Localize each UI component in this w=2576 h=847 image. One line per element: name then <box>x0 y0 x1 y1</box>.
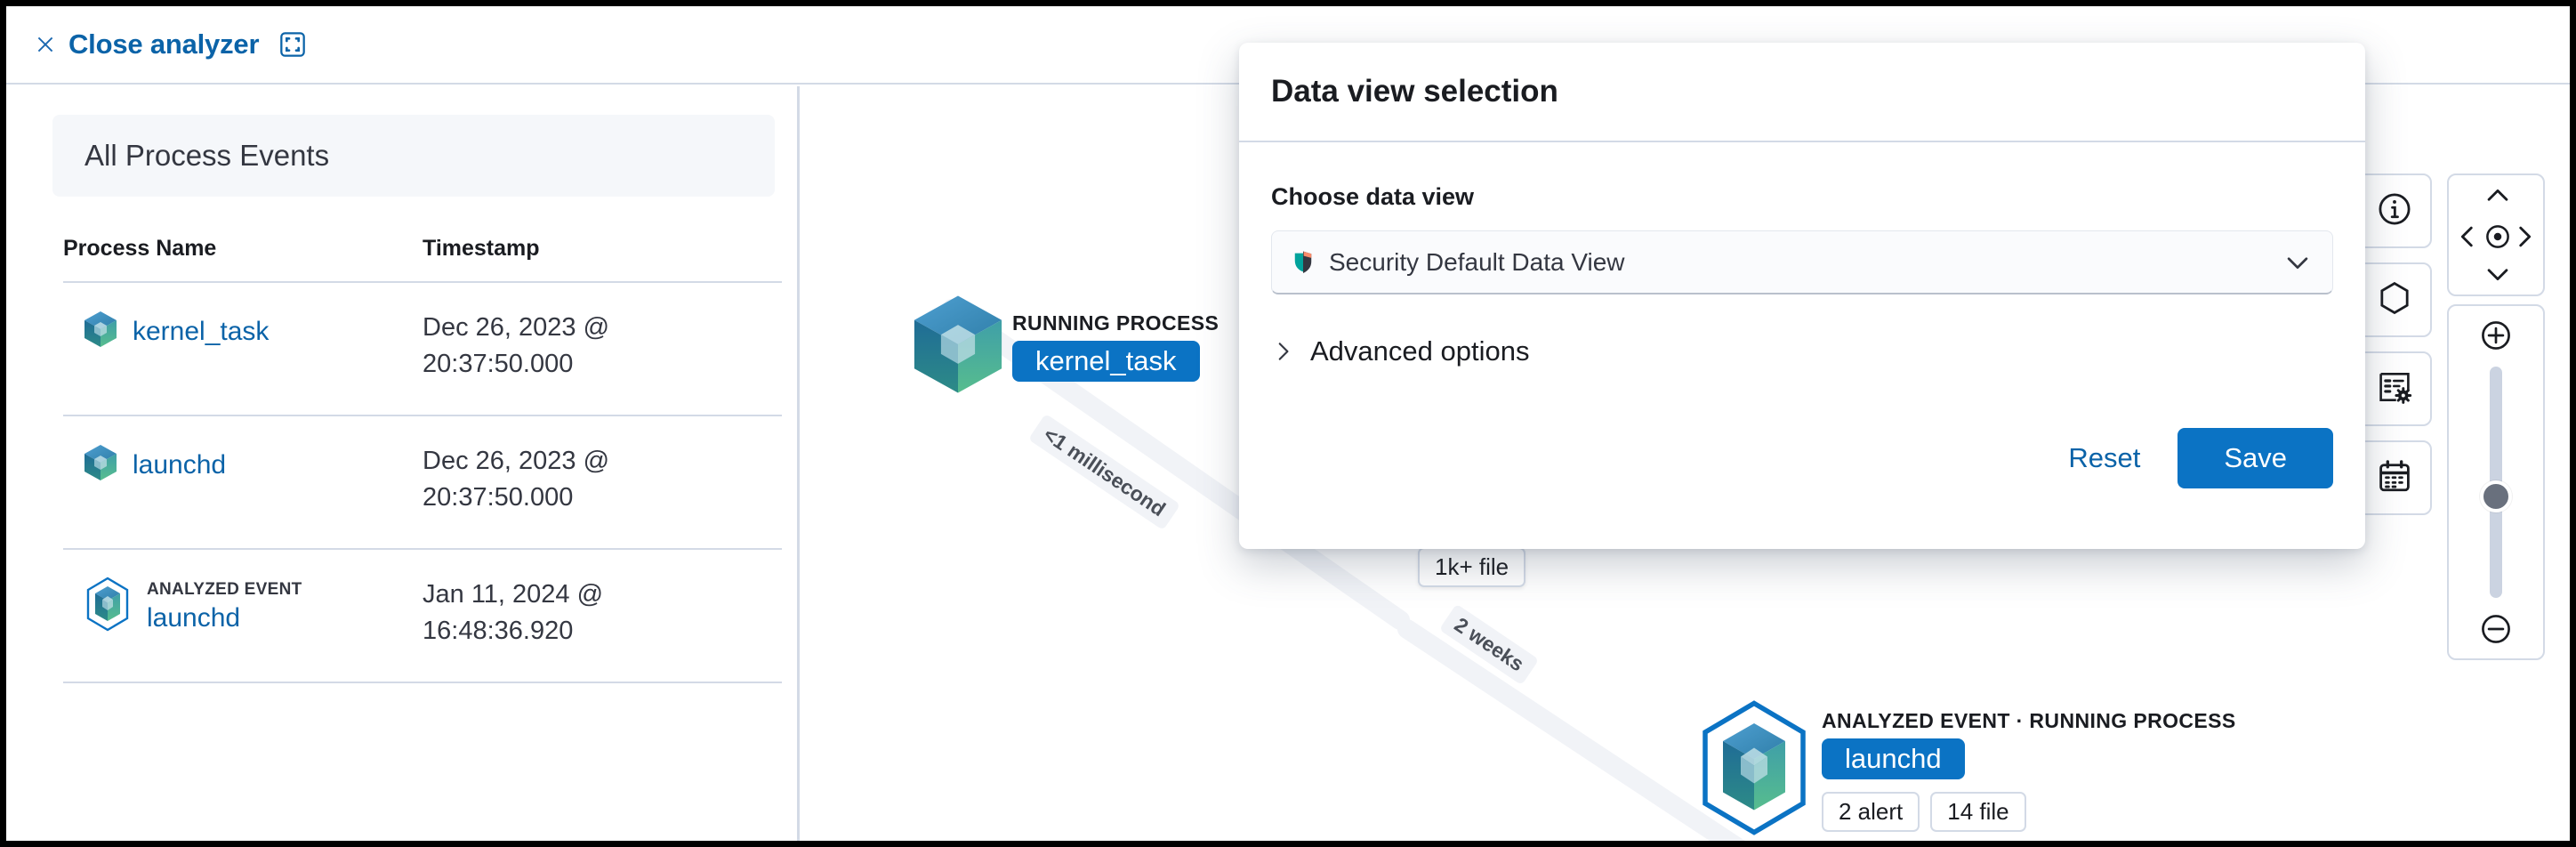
chevron-right-icon[interactable] <box>2509 222 2540 252</box>
list-settings-icon <box>2376 368 2413 410</box>
node-shape-legend-button[interactable] <box>2357 262 2432 337</box>
cell-process-name: ANALYZED EVENT launchd <box>63 577 423 636</box>
chevron-down-icon[interactable] <box>2483 259 2513 289</box>
reset-button[interactable]: Reset <box>2045 430 2163 487</box>
center-target-icon[interactable] <box>2483 222 2513 252</box>
cell-timestamp: Jan 11, 2024 @ 16:48:36.920 <box>423 580 604 646</box>
process-meta: kernel_task <box>133 317 269 347</box>
graph-tool-column <box>2357 173 2432 515</box>
node-kind-label: ANALYZED EVENT · RUNNING PROCESS <box>1822 708 2236 732</box>
close-analyzer-label[interactable]: Close analyzer <box>68 28 260 60</box>
chevron-down-icon[interactable] <box>2282 247 2313 278</box>
minus-circle-icon[interactable] <box>2479 612 2513 646</box>
zoom-slider[interactable] <box>2480 367 2512 598</box>
zoom-slider-thumb[interactable] <box>2480 480 2512 512</box>
process-events-panel: All Process Events Process Name Timestam… <box>6 86 800 841</box>
graph-node-kernel-task[interactable]: RUNNING PROCESS kernel_task <box>909 291 1219 402</box>
chevron-up-icon[interactable] <box>2483 181 2513 211</box>
modal-header: Data view selection <box>1239 43 2365 142</box>
save-button[interactable]: Save <box>2178 428 2333 488</box>
cell-timestamp: Dec 26, 2023 @ 20:37:50.000 <box>423 313 610 379</box>
process-events-table: Process Name Timestamp <box>63 236 782 683</box>
column-header-timestamp: Timestamp <box>423 236 540 261</box>
advanced-options-toggle[interactable]: Advanced options <box>1271 335 2333 367</box>
choose-data-view-label: Choose data view <box>1271 183 1475 210</box>
graph-pan-controls[interactable] <box>2447 173 2545 296</box>
data-view-selected-value: Security Default Data View <box>1329 247 1625 276</box>
process-name-link[interactable]: launchd <box>147 602 241 633</box>
chevron-right-icon[interactable] <box>1271 340 1294 363</box>
cell-process-name: kernel_task <box>63 310 423 353</box>
badge-file-count[interactable]: 14 file <box>1930 791 2026 832</box>
date-picker-button[interactable] <box>2357 440 2432 515</box>
node-badges: 2 alert 14 file <box>1822 791 2236 832</box>
process-cube-icon <box>83 443 118 487</box>
fullscreen-icon[interactable] <box>278 30 307 59</box>
table-row[interactable]: kernel_task Dec 26, 2023 @ 20:37:50.000 <box>63 283 782 416</box>
node-legend-info-button[interactable] <box>2357 173 2432 248</box>
analyzed-process-cube-icon <box>83 577 133 636</box>
data-view-selection-modal: Data view selection Choose data view Sec… <box>1239 43 2365 549</box>
panel-title-box: All Process Events <box>52 115 775 197</box>
graph-node-launchd[interactable]: ANALYZED EVENT · RUNNING PROCESS launchd… <box>1692 698 2236 841</box>
process-meta: ANALYZED EVENT launchd <box>147 580 302 633</box>
close-x-icon[interactable] <box>33 32 58 57</box>
process-name-link[interactable]: kernel_task <box>133 316 270 346</box>
process-name-link[interactable]: launchd <box>133 449 227 480</box>
elastic-security-shield-icon <box>1292 249 1315 276</box>
modal-body: Choose data view Security Default Data V… <box>1239 142 2365 367</box>
hexagon-icon <box>2376 279 2413 321</box>
badge-alert-count[interactable]: 2 alert <box>1822 791 1920 832</box>
process-cube-icon <box>909 291 1007 402</box>
modal-title: Data view selection <box>1271 74 1558 109</box>
node-label-wrap: RUNNING PROCESS kernel_task <box>1012 311 1219 382</box>
plus-circle-icon[interactable] <box>2479 319 2513 352</box>
modal-actions: Reset Save <box>2045 428 2333 488</box>
floating-badge-file-count[interactable]: 1k+ file <box>1418 547 1526 587</box>
node-label-wrap: ANALYZED EVENT · RUNNING PROCESS launchd… <box>1822 709 2236 832</box>
advanced-options-label: Advanced options <box>1310 335 1530 367</box>
info-icon <box>2376 190 2413 232</box>
chevron-left-icon[interactable] <box>2452 222 2483 252</box>
column-header-process-name: Process Name <box>63 236 217 261</box>
node-name-pill[interactable]: launchd <box>1822 738 1965 779</box>
analyzed-process-cube-icon <box>1692 698 1816 841</box>
node-name-pill[interactable]: kernel_task <box>1012 341 1200 382</box>
table-row[interactable]: launchd Dec 26, 2023 @ 20:37:50.000 <box>63 416 782 550</box>
node-kind-label: RUNNING PROCESS <box>1012 311 1220 335</box>
data-view-select[interactable]: Security Default Data View <box>1271 230 2333 294</box>
schema-settings-button[interactable] <box>2357 351 2432 426</box>
process-meta: launchd <box>133 450 226 480</box>
table-header-row: Process Name Timestamp <box>63 236 782 283</box>
analyzer-page: Close analyzer All Process Events Proces… <box>6 6 2570 841</box>
cell-timestamp: Dec 26, 2023 @ 20:37:50.000 <box>423 447 610 512</box>
process-cube-icon <box>83 310 118 353</box>
analyzed-event-tag: ANALYZED EVENT <box>147 579 302 599</box>
calendar-icon <box>2376 457 2413 499</box>
cell-process-name: launchd <box>63 443 423 487</box>
page-title: All Process Events <box>85 139 330 172</box>
table-row[interactable]: ANALYZED EVENT launchd Jan 11, 2024 @ 16… <box>63 550 782 683</box>
graph-zoom-controls[interactable] <box>2447 304 2545 660</box>
